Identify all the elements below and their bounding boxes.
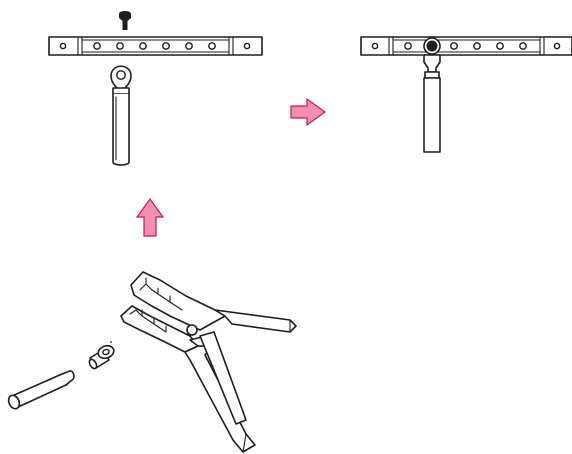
terminal-hole — [496, 42, 504, 50]
terminal-holes — [93, 42, 216, 50]
before-panel — [48, 11, 263, 166]
terminal-holes — [404, 42, 527, 50]
cable-end-icon — [7, 370, 75, 410]
crimping-tool-icon — [120, 271, 297, 453]
screw-icon — [119, 11, 131, 30]
terminal-hole — [208, 42, 216, 50]
terminal-hole — [404, 42, 412, 50]
terminal-hole — [162, 42, 170, 50]
terminal-hole — [450, 42, 458, 50]
terminal-hole — [519, 42, 527, 50]
terminal-hole — [93, 42, 101, 50]
after-panel — [360, 36, 572, 153]
crimping-panel — [7, 271, 297, 453]
arrow-right — [290, 97, 327, 127]
attached-terminal-cable — [423, 37, 441, 153]
terminal-hole — [139, 42, 147, 50]
arrow-up — [135, 197, 165, 237]
terminal-hole — [116, 42, 124, 50]
ring-terminal-cable — [110, 65, 132, 166]
terminal-hole — [473, 42, 481, 50]
busbar-before — [48, 36, 263, 56]
terminal-hole — [185, 42, 193, 50]
ring-lug-icon — [88, 344, 115, 370]
busbar-after — [360, 36, 572, 56]
